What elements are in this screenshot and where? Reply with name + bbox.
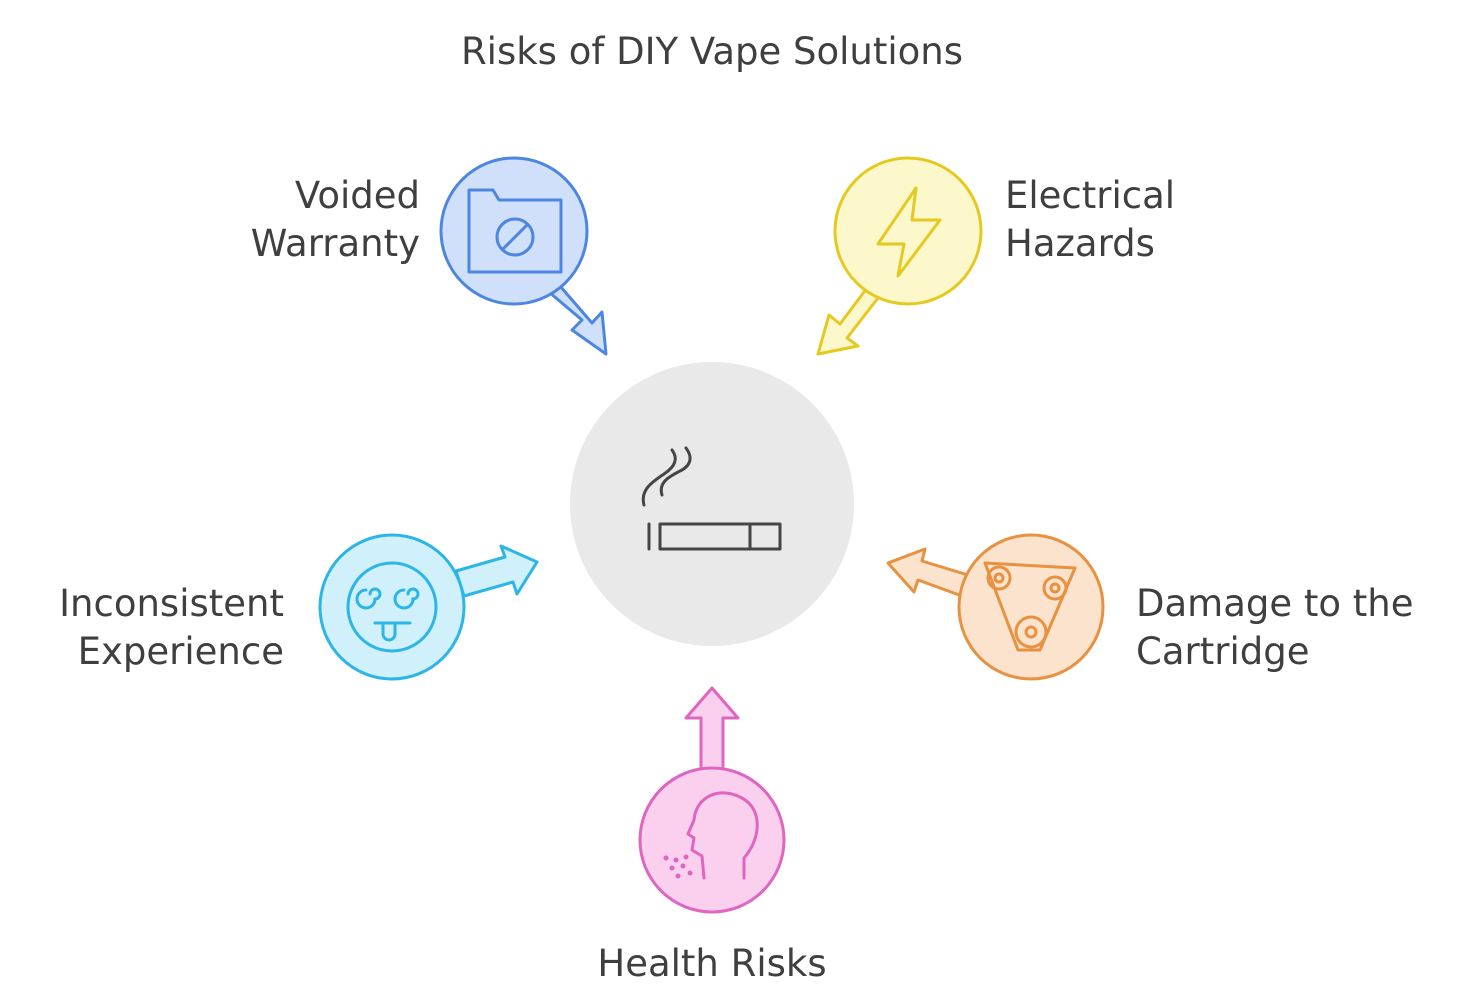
inconsistent-experience-label: Inconsistent Experience	[14, 580, 284, 676]
inconsistent-experience-node	[318, 533, 539, 681]
cartridge-damage-circle	[957, 533, 1105, 681]
inconsistent-experience-label-line2: Experience	[77, 630, 284, 673]
health-risks-node	[638, 686, 786, 914]
inconsistent-experience-circle	[318, 533, 466, 681]
voided-warranty-label-line1: Voided	[294, 174, 420, 217]
voided-warranty-circle	[439, 156, 589, 306]
voided-warranty-label-line2: Warranty	[250, 222, 420, 265]
diagram-title: Risks of DIY Vape Solutions	[460, 30, 964, 73]
health-risks-circle	[638, 766, 786, 914]
electrical-hazards-node	[816, 156, 983, 356]
center-node	[570, 362, 854, 646]
voided-warranty-node	[439, 156, 608, 356]
electrical-hazards-label-line1: Electrical	[1005, 174, 1176, 217]
head-inhaling-icon	[663, 791, 759, 880]
cartridge-damage-node	[886, 533, 1105, 681]
inconsistent-experience-label-line1: Inconsistent	[59, 582, 284, 625]
cigarette-smoke-icon	[641, 446, 782, 551]
cartridge-damage-label: Damage to the Cartridge	[1136, 580, 1456, 676]
dizzy-face-icon	[346, 561, 438, 653]
electrical-hazards-label: Electrical Hazards	[1005, 172, 1265, 268]
cartridge-damage-label-line2: Cartridge	[1136, 630, 1310, 673]
cartridge-damage-label-line1: Damage to the	[1136, 582, 1414, 625]
electrical-hazards-label-line2: Hazards	[1005, 222, 1155, 265]
electrical-hazards-circle	[833, 156, 983, 306]
folder-blocked-icon	[467, 188, 563, 274]
health-risks-label: Health Risks	[597, 942, 827, 985]
lightning-bolt-icon	[876, 186, 942, 278]
cartridge-damage-arrow	[886, 547, 970, 598]
voided-warranty-label: Voided Warranty	[180, 172, 420, 268]
inconsistent-experience-arrow	[454, 544, 539, 598]
belt-gears-icon	[983, 561, 1077, 652]
health-risks-arrow	[684, 686, 740, 776]
